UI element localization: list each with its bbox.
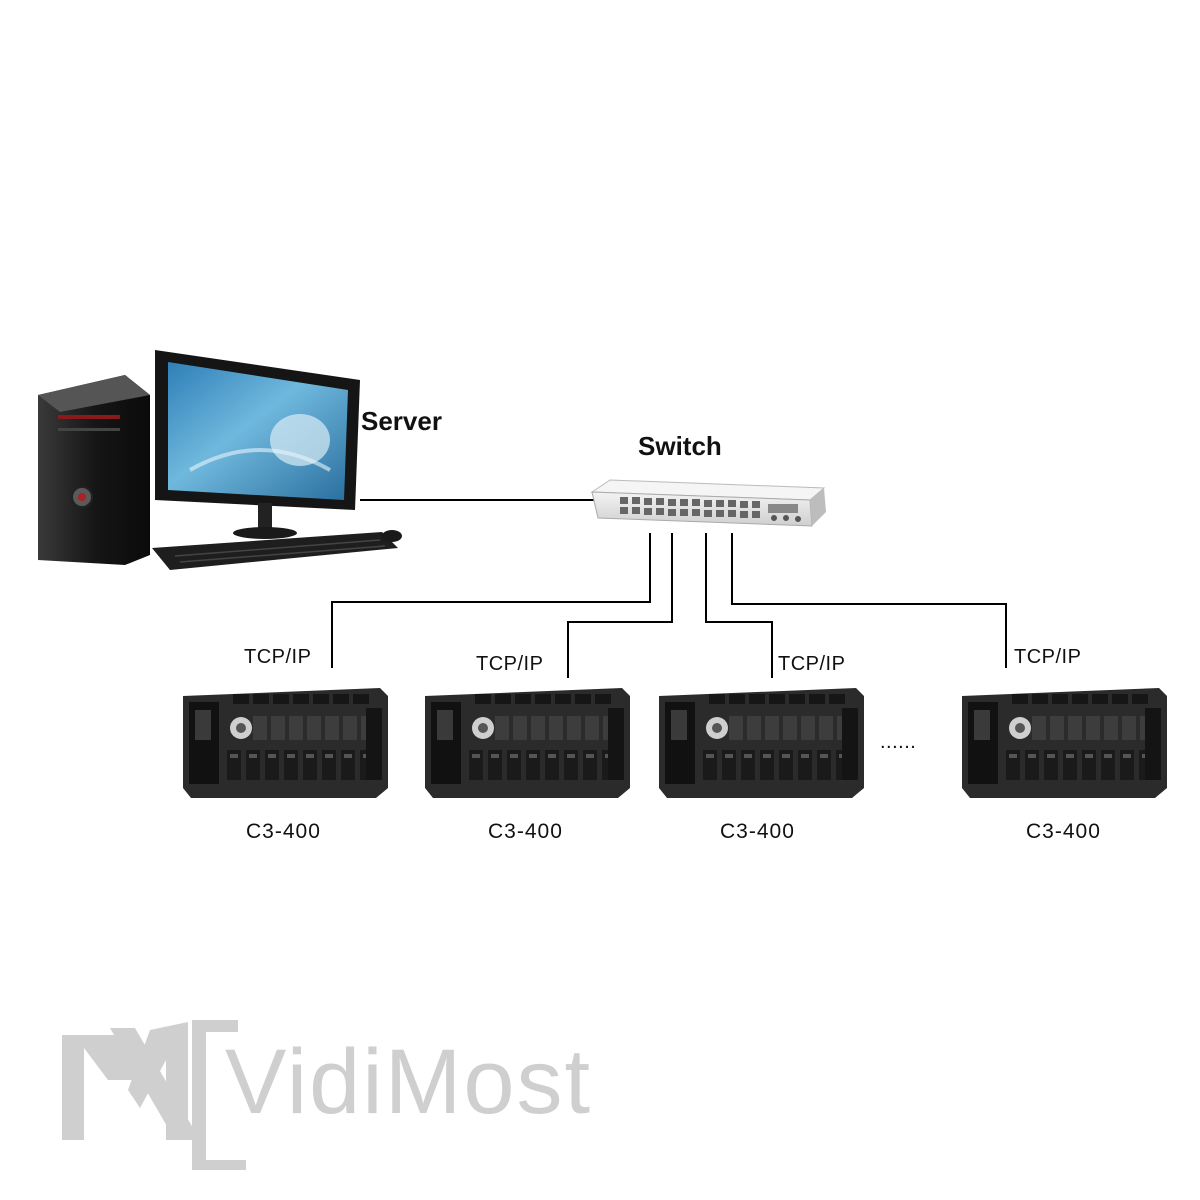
protocol-label-3: TCP/IP bbox=[778, 653, 845, 675]
link-controller-4 bbox=[731, 533, 1007, 668]
watermark-text: VidiMost bbox=[225, 1031, 592, 1133]
model-label-3: C3-400 bbox=[720, 820, 795, 843]
controller-board-icon bbox=[425, 688, 630, 798]
protocol-label-2: TCP/IP bbox=[476, 653, 543, 675]
model-label-2: C3-400 bbox=[488, 820, 563, 843]
link-controller-1 bbox=[331, 533, 651, 668]
model-label-1: C3-400 bbox=[246, 820, 321, 843]
switch-label: Switch bbox=[638, 431, 722, 461]
server-label: Server bbox=[361, 406, 442, 436]
more-controllers-ellipsis: ...... bbox=[880, 731, 916, 753]
protocol-label-1: TCP/IP bbox=[244, 646, 311, 668]
controller-board-icon bbox=[962, 688, 1167, 798]
link-controller-2 bbox=[567, 533, 673, 678]
controller-board-icon bbox=[183, 688, 388, 798]
controller-list bbox=[183, 688, 1167, 798]
network-switch-icon bbox=[590, 479, 826, 527]
protocol-label-4: TCP/IP bbox=[1014, 646, 1081, 668]
connection-lines bbox=[331, 499, 1007, 678]
desktop-computer-icon bbox=[38, 350, 402, 570]
link-controller-3 bbox=[705, 533, 773, 678]
controller-board-icon bbox=[659, 688, 864, 798]
vidimost-logo-icon bbox=[62, 1020, 246, 1170]
model-label-4: C3-400 bbox=[1026, 820, 1101, 843]
